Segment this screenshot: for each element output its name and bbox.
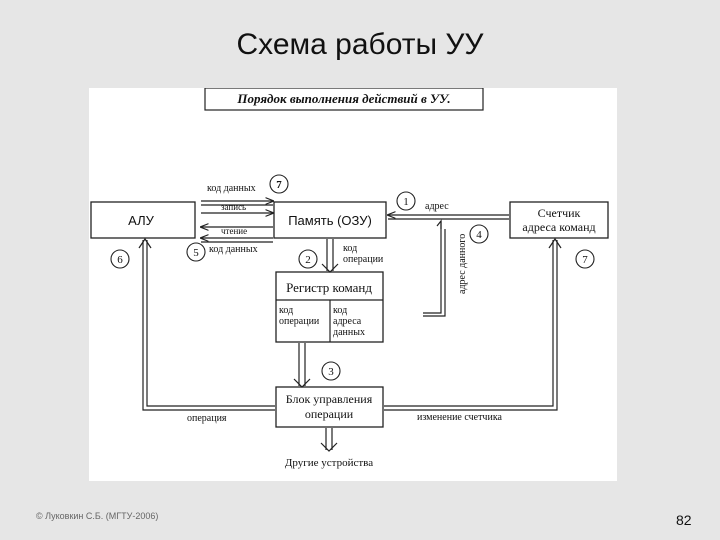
slide-footer: © Луковкин С.Б. (МГТУ-2006) bbox=[36, 511, 159, 521]
register-opcode-1: код bbox=[279, 305, 293, 316]
data-code-top-label: код данных bbox=[207, 183, 256, 194]
slide-title: Схема работы УУ bbox=[236, 28, 484, 61]
control-block bbox=[275, 386, 384, 428]
counter-change-label: изменение счетчика bbox=[417, 412, 503, 423]
step-7a: 7 bbox=[269, 174, 289, 194]
step-1: 1 bbox=[396, 191, 416, 211]
write-label: запись bbox=[221, 202, 246, 212]
step-4-num: 4 bbox=[476, 229, 482, 241]
register-addr-2: адреса bbox=[333, 316, 362, 327]
other-devices-label: Другие устройства bbox=[285, 457, 373, 469]
step-2: 2 bbox=[298, 249, 318, 269]
step-3: 3 bbox=[321, 361, 341, 381]
counter-label-1: Счетчик bbox=[538, 206, 581, 220]
control-label-2: операции bbox=[305, 407, 354, 421]
address-label: адрес bbox=[425, 201, 449, 212]
memory-block bbox=[273, 201, 387, 239]
diagram-panel: Порядок выполнения действий в УУ. АЛУ Па… bbox=[89, 88, 617, 481]
header-box bbox=[204, 88, 484, 111]
step-7b: 7 bbox=[575, 249, 595, 269]
address-arrow bbox=[388, 215, 509, 317]
step-1-num: 1 bbox=[403, 196, 409, 208]
control-label-1: Блок управления bbox=[286, 392, 373, 406]
header-text: Порядок выполнения действий в УУ. bbox=[236, 91, 450, 106]
step-5-num: 5 bbox=[193, 247, 199, 259]
step-4: 4 bbox=[469, 224, 489, 244]
alu-block bbox=[90, 201, 196, 239]
memory-label: Память (ОЗУ) bbox=[288, 213, 372, 228]
register-addr-3: данных bbox=[333, 327, 365, 338]
register-label: Регистр команд bbox=[286, 280, 372, 295]
alu-label: АЛУ bbox=[128, 213, 154, 228]
memory-register-arrow bbox=[321, 239, 339, 273]
data-address-label: адрес данного bbox=[457, 234, 468, 294]
page-number: 82 bbox=[676, 512, 692, 528]
operation-label: операция bbox=[187, 413, 227, 424]
register-addr-1: код bbox=[333, 305, 347, 316]
flow-diagram: Порядок выполнения действий в УУ. АЛУ Па… bbox=[90, 88, 609, 469]
register-control-arrow bbox=[293, 343, 311, 388]
register-opcode-2: операции bbox=[279, 316, 320, 327]
counter-label-2: адреса команд bbox=[522, 220, 595, 234]
opcode-label-2: операции bbox=[343, 254, 384, 265]
alu-memory-arrows bbox=[201, 201, 273, 243]
step-3-num: 3 bbox=[328, 366, 334, 378]
step-5: 5 bbox=[186, 242, 206, 262]
operation-arrow bbox=[138, 237, 275, 411]
step-7b-num: 7 bbox=[582, 254, 588, 266]
step-2-num: 2 bbox=[305, 254, 311, 266]
counter-block bbox=[509, 201, 609, 239]
read-label: чтение bbox=[221, 226, 247, 236]
other-devices-arrow bbox=[320, 428, 338, 452]
step-7a-num: 7 bbox=[276, 179, 282, 191]
counter-change-arrow bbox=[384, 237, 562, 411]
step-6: 6 bbox=[110, 249, 130, 269]
data-code-bottom-label: код данных bbox=[209, 244, 258, 255]
step-6-num: 6 bbox=[117, 254, 123, 266]
opcode-label-1: код bbox=[343, 243, 357, 254]
